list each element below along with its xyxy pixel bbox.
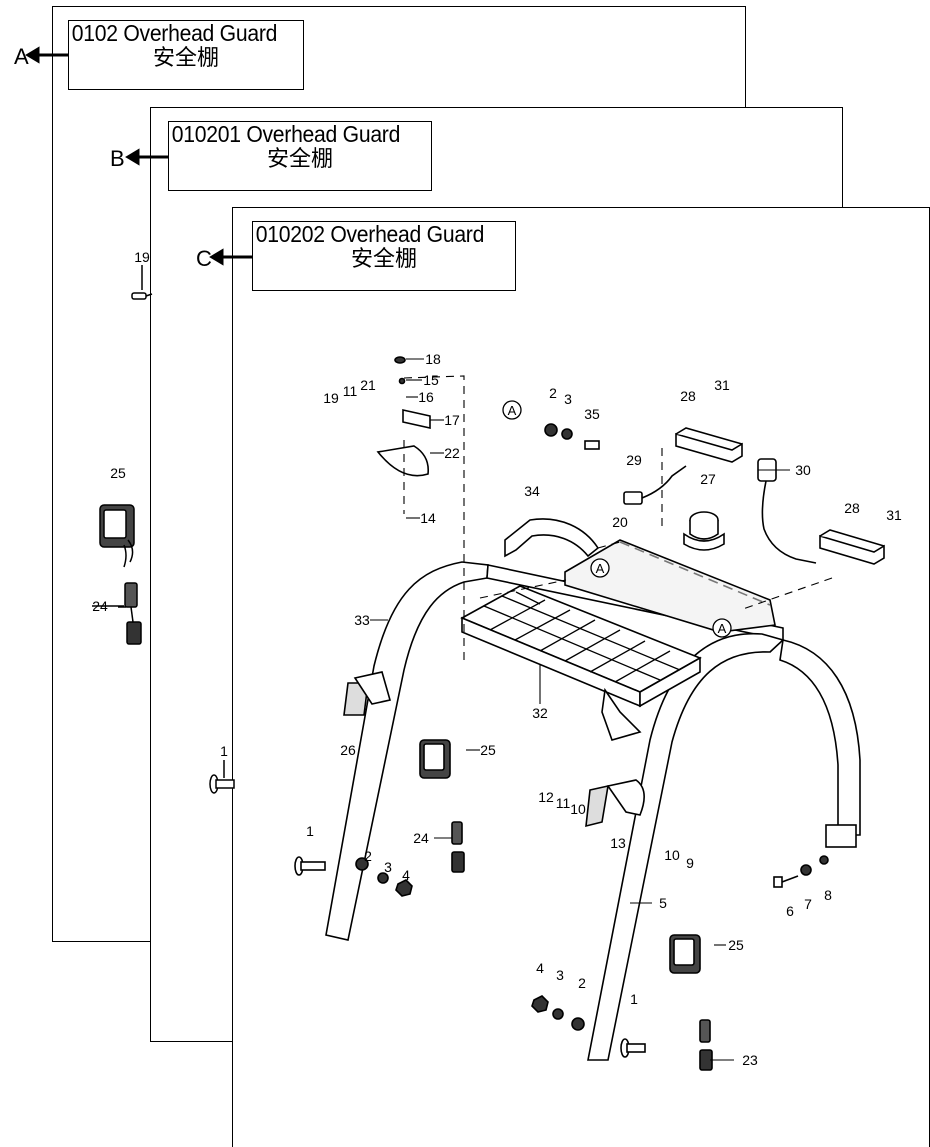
sheet-c-code-title: 010202 Overhead Guard	[255, 221, 485, 247]
part-label: 22	[444, 445, 460, 461]
sheet-a-code-title: 0102 Overhead Guard	[71, 20, 278, 46]
part-label: 28	[844, 500, 860, 516]
part-label: 30	[795, 462, 811, 478]
part-label: 12	[538, 789, 554, 805]
sheet-c-title-box: 010202 Overhead Guard 安全棚	[252, 221, 516, 291]
part-label: 16	[418, 389, 434, 405]
part-label: 10	[664, 847, 680, 863]
part-label: 33	[354, 612, 370, 628]
part-label: 19	[323, 390, 339, 406]
part-label: 26	[340, 742, 356, 758]
part-label: 1	[630, 991, 638, 1007]
circle-marker-1: A	[508, 403, 517, 418]
sheet-b-code-title: 010201 Overhead Guard	[171, 121, 401, 147]
part-label: 3	[384, 859, 392, 875]
circle-a-markers	[502, 400, 732, 638]
part-label: 2	[549, 385, 557, 401]
part-label: 17	[444, 412, 460, 428]
part-label: 1	[220, 743, 228, 759]
overhead-guard-frame	[294, 356, 885, 1071]
sheet-b-title-box: 010201 Overhead Guard 安全棚	[168, 121, 432, 191]
callout-arrows	[25, 46, 252, 266]
part-label: 13	[610, 835, 626, 851]
callout-b: B	[110, 146, 125, 171]
part-label: 24	[92, 598, 108, 614]
part-label: 35	[584, 406, 600, 422]
part-label: 28	[680, 388, 696, 404]
part-label: 4	[402, 867, 410, 883]
callout-c: C	[196, 246, 212, 271]
part-label: 25	[728, 937, 744, 953]
sheet-a-cn-title: 安全棚	[152, 46, 219, 72]
part-label: 11	[343, 383, 358, 399]
part-label: 27	[700, 471, 716, 487]
sheet-b-bolt-1	[209, 760, 235, 794]
label-leaders	[370, 358, 790, 1061]
part-label: 14	[420, 510, 436, 526]
part-label: 20	[612, 514, 628, 530]
part-label: 25	[110, 465, 126, 481]
part-label: 18	[425, 351, 441, 367]
dashed-leaders	[403, 375, 833, 660]
part-label: 1	[306, 823, 314, 839]
part-label: 6	[786, 903, 794, 919]
part-label: 21	[360, 377, 376, 393]
circle-marker-2: A	[596, 561, 605, 576]
part-label: 11	[556, 795, 571, 811]
part-label: 34	[524, 483, 540, 499]
part-label: 31	[886, 507, 902, 523]
part-label: 9	[686, 855, 694, 871]
part-label: 24	[413, 830, 429, 846]
sheet-a-title-box: 0102 Overhead Guard 安全棚	[68, 20, 304, 90]
sheet-b-bolt-19	[131, 265, 153, 300]
part-label: 2	[578, 975, 586, 991]
part-label: 19	[134, 249, 150, 265]
part-label: 25	[480, 742, 496, 758]
callout-a: A	[14, 44, 29, 69]
part-label: 4	[536, 960, 544, 976]
sheet-c-cn-title: 安全棚	[350, 247, 417, 273]
part-label: 15	[423, 372, 439, 388]
part-label: 32	[532, 705, 548, 721]
part-label: 8	[824, 887, 832, 903]
part-label: 10	[570, 801, 586, 817]
part-label: 5	[659, 895, 667, 911]
sheet-b-cn-title: 安全棚	[266, 147, 333, 173]
part-label: 7	[804, 896, 812, 912]
part-label: 31	[714, 377, 730, 393]
part-label: 3	[556, 967, 564, 983]
part-label: 3	[564, 391, 572, 407]
sheet-a-lamp-25	[92, 504, 142, 645]
part-label: 2	[364, 848, 372, 864]
part-label: 23	[742, 1052, 758, 1068]
circle-marker-3: A	[718, 621, 727, 636]
part-label: 29	[626, 452, 642, 468]
